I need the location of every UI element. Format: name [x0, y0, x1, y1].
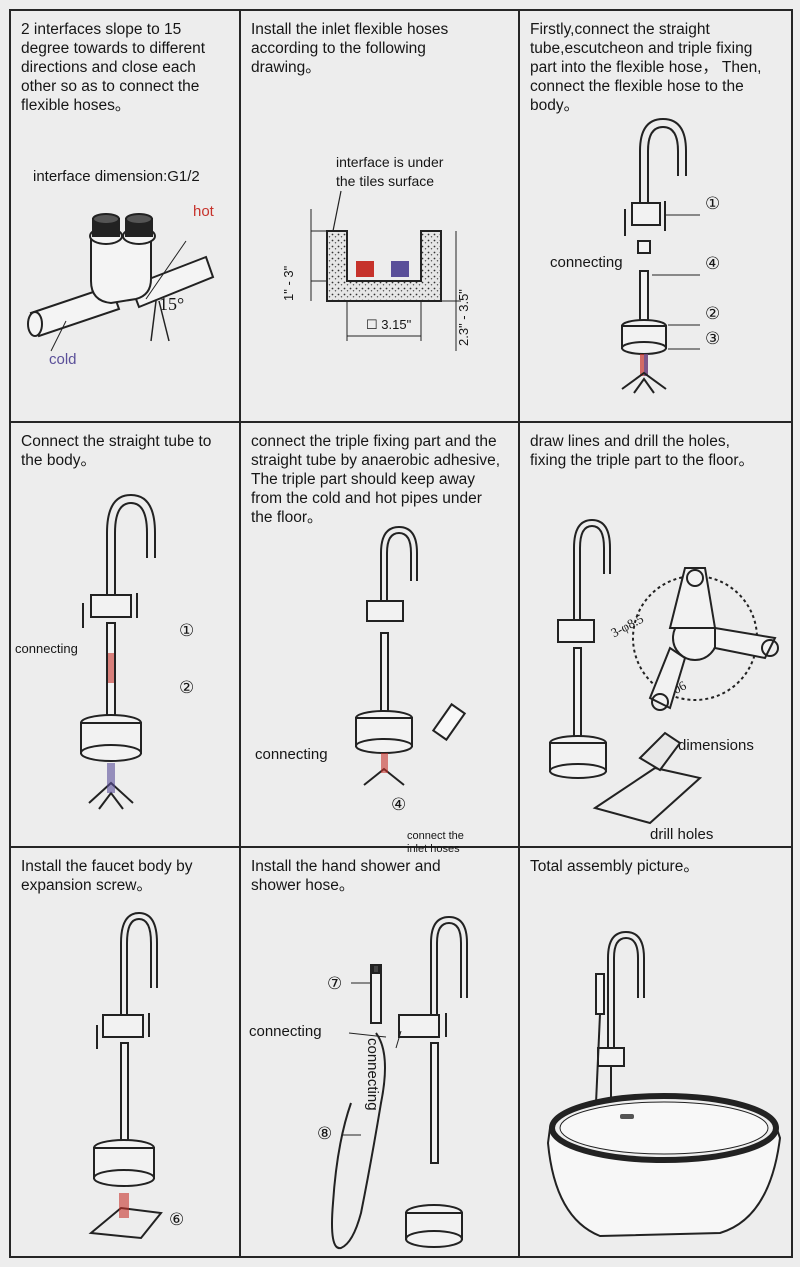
cold-label: cold — [49, 351, 77, 368]
panel-3-line: connect the flexible hose to the — [530, 78, 744, 95]
panel-4: Connect the straight tube to the body。 c… — [11, 423, 239, 846]
panel-6-line: fixing the triple part to the floor。 — [530, 452, 755, 469]
panel-3-line: tube,escutcheon and triple fixing — [530, 40, 753, 57]
panel-6: draw lines and drill the holes, fixing t… — [520, 423, 793, 846]
dimensions-label: dimensions — [678, 737, 754, 754]
faucet-drawing — [80, 493, 156, 810]
panel-1-line: flexible hoses。 — [21, 97, 131, 114]
panel-5-line: connect the triple fixing part and the — [251, 433, 497, 450]
callout-7: ⑦ — [327, 974, 343, 993]
panel-8: Install the hand shower and shower hose。… — [241, 848, 518, 1258]
grid-divider-h2 — [11, 846, 791, 848]
connect-inlet-label-2: inlet hoses — [407, 843, 460, 855]
panel-5-line: the floor。 — [251, 509, 323, 526]
grid-divider-h1 — [11, 421, 791, 423]
callout-3: ③ — [705, 329, 721, 348]
interface-under-label-1: interface is under — [336, 154, 444, 170]
interface-under-label-2: the tiles surface — [336, 173, 435, 189]
panel-5-line: The triple part should keep away — [251, 471, 476, 488]
callout-8: ⑧ — [317, 1124, 333, 1143]
grid-divider-v1 — [239, 11, 241, 1256]
callout-4: ④ — [391, 795, 407, 814]
panel-4-line: the body。 — [21, 452, 96, 469]
instruction-grid: 2 interfaces slope to 15 degree towards … — [9, 9, 793, 1258]
hand-shower-drawing — [331, 915, 468, 1250]
callout-4: ④ — [705, 254, 721, 273]
callout-2: ② — [179, 678, 195, 697]
connecting-label-1: connecting — [249, 1023, 322, 1040]
callout-1: ① — [705, 194, 721, 213]
panel-4-line: Connect the straight tube to — [21, 433, 212, 450]
panel-3: Firstly,connect the straight tube,escutc… — [520, 11, 793, 421]
connecting-label: connecting — [255, 746, 328, 763]
panel-2-line: drawing。 — [251, 59, 321, 76]
connect-inlet-label-1: connect the — [407, 830, 464, 842]
interface-pipe-illustration — [27, 213, 215, 352]
panel-5: connect the triple fixing part and the s… — [241, 423, 518, 855]
callout-6: ⑥ — [169, 1210, 185, 1229]
panel-1-line: 2 interfaces slope to 15 — [21, 21, 182, 38]
callout-2: ② — [705, 304, 721, 323]
panel-7-text: Install the faucet body by expansion scr… — [21, 857, 231, 895]
drill-holes-label: drill holes — [650, 826, 714, 843]
width-label: ☐ 3.15" — [366, 317, 412, 332]
panel-3-line: part into the flexible hose， Then, — [530, 59, 762, 76]
panel-7-line: expansion screw。 — [21, 877, 152, 894]
tile-recess-diagram — [310, 190, 461, 351]
panel-5-text: connect the triple fixing part and the s… — [251, 432, 510, 527]
panel-6-line: draw lines and drill the holes, — [530, 433, 730, 450]
connecting-label: connecting — [15, 641, 78, 656]
panel-5-line: from the cold and hot pipes under — [251, 490, 482, 507]
panel-9-line: Total assembly picture。 — [530, 858, 699, 875]
panel-8-text: Install the hand shower and shower hose。 — [251, 857, 510, 895]
panel-1: 2 interfaces slope to 15 degree towards … — [11, 11, 239, 421]
interface-dimension-label: interface dimension:G1/2 — [33, 168, 200, 185]
callout-1: ① — [179, 621, 195, 640]
panel-7: Install the faucet body by expansion scr… — [11, 848, 239, 1258]
angle-label: 15° — [159, 294, 185, 314]
panel-4-text: Connect the straight tube to the body。 — [21, 432, 231, 470]
drilling-drawing — [549, 518, 779, 825]
connecting-label: connecting — [550, 254, 623, 271]
hot-label: hot — [193, 203, 214, 220]
panel-2-text: Install the inlet flexible hoses accordi… — [251, 20, 510, 77]
panel-7-line: Install the faucet body by — [21, 858, 193, 875]
panel-6-text: draw lines and drill the holes, fixing t… — [530, 432, 785, 470]
panel-3-line: Firstly,connect the straight — [530, 21, 710, 38]
exploded-faucet-drawing — [621, 117, 700, 394]
total-assembly-drawing — [546, 930, 782, 1238]
panel-1-line: degree towards to different — [21, 40, 206, 57]
panel-5-line: straight tube by anaerobic adhesive, — [251, 452, 501, 469]
panel-8-line: Install the hand shower and — [251, 858, 441, 875]
panel-9-text: Total assembly picture。 — [530, 857, 785, 876]
panel-1-text: 2 interfaces slope to 15 degree towards … — [21, 20, 231, 115]
panel-8-line: shower hose。 — [251, 877, 355, 894]
panel-1-line: other so as to connect the — [21, 78, 200, 95]
panel-2-line: Install the inlet flexible hoses — [251, 21, 449, 38]
grid-divider-v2 — [518, 11, 520, 1256]
faucet-mounting-drawing — [88, 911, 163, 1240]
panel-9: Total assembly picture。 — [520, 848, 793, 1258]
panel-2: Install the inlet flexible hoses accordi… — [241, 11, 518, 421]
panel-2-line: according to the following — [251, 40, 426, 57]
panel-3-text: Firstly,connect the straight tube,escutc… — [530, 20, 785, 115]
panel-1-line: directions and close each — [21, 59, 196, 76]
adhesive-drawing — [355, 525, 467, 786]
width-value: 3.15" — [381, 317, 412, 332]
panel-3-line: body。 — [530, 97, 580, 114]
